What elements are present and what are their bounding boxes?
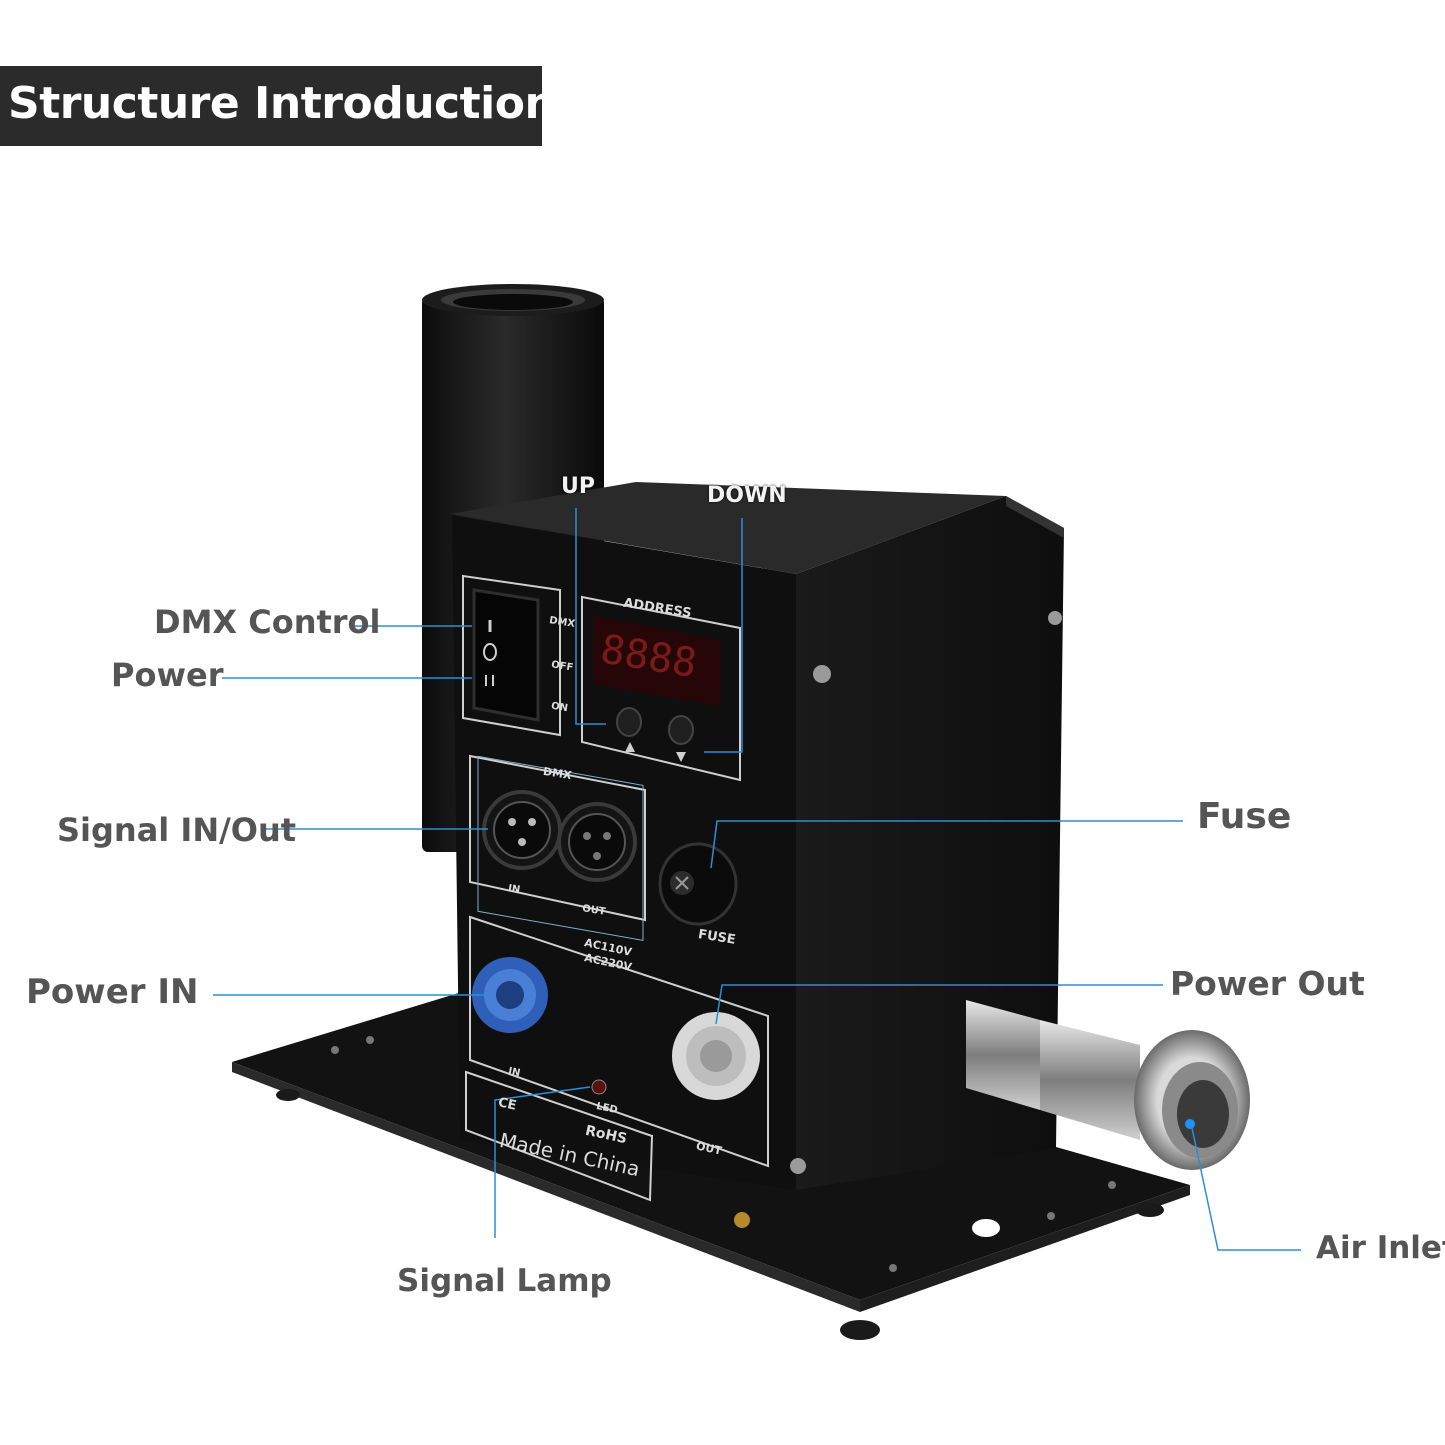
air-coupling-nut bbox=[966, 1000, 1040, 1110]
callout-dmx-control: DMX Control bbox=[154, 603, 381, 641]
callout-signal-in-out: Signal IN/Out bbox=[57, 811, 297, 849]
fuse-holder bbox=[658, 842, 738, 926]
callout-air-inlet: Air Inlet bbox=[1316, 1230, 1445, 1266]
signal-led bbox=[591, 1079, 607, 1095]
callout-signal-lamp: Signal Lamp bbox=[397, 1263, 612, 1299]
led-display bbox=[593, 616, 720, 706]
title-banner: Structure Introduction bbox=[0, 66, 556, 146]
panel-ce-mark: CE bbox=[496, 1095, 518, 1114]
callout-power-out: Power Out bbox=[1170, 964, 1365, 1003]
callout-down: DOWN bbox=[707, 483, 787, 508]
callout-up: UP bbox=[561, 474, 595, 499]
callout-fuse: Fuse bbox=[1197, 796, 1292, 837]
banner-title: Structure Introduction bbox=[8, 78, 556, 129]
base-plate-edge bbox=[232, 1062, 860, 1312]
panel-xlr-in: IN bbox=[507, 883, 521, 896]
callout-power: Power bbox=[111, 656, 224, 694]
callout-lines bbox=[213, 508, 1301, 1251]
callout-power-in: Power IN bbox=[26, 972, 199, 1012]
box-top bbox=[450, 482, 1006, 574]
mounting-hole bbox=[972, 1219, 1000, 1237]
